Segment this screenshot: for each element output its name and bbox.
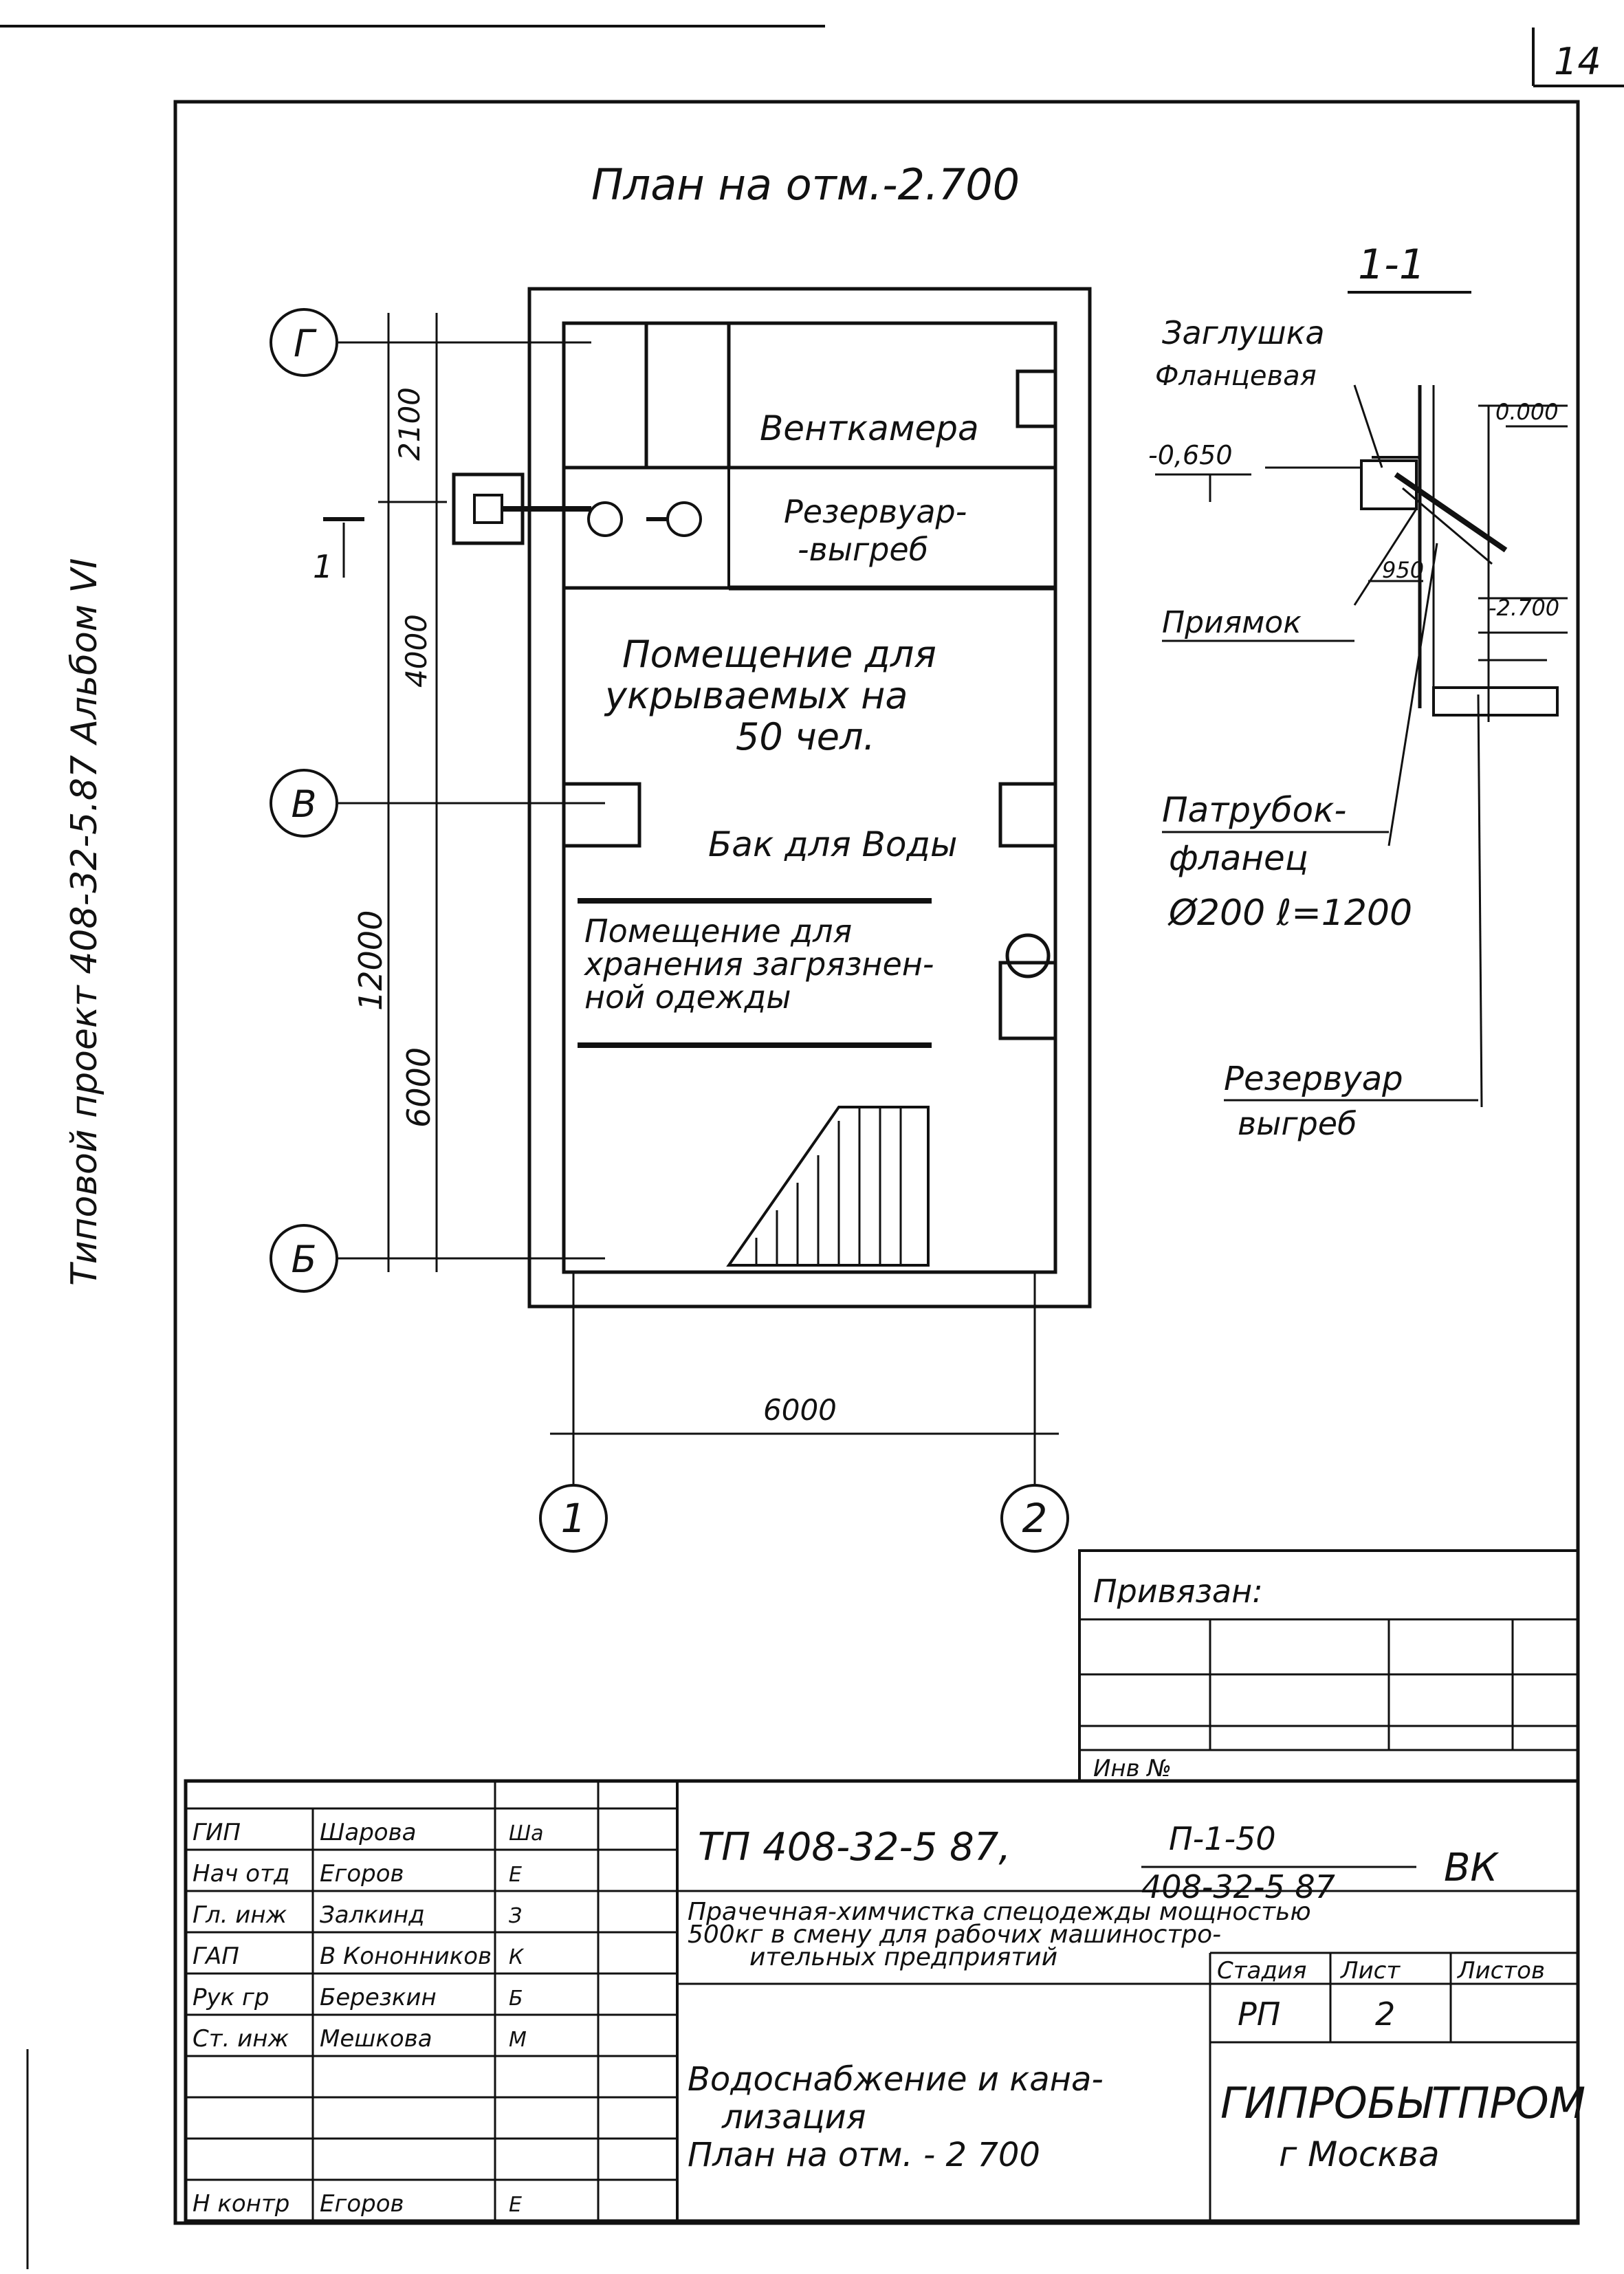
signature-role: ГАП	[193, 1943, 239, 1970]
signature-name: Березкин	[320, 1984, 437, 2011]
axis-v-label: В	[291, 783, 316, 826]
binding-label: Привязан:	[1093, 1573, 1263, 1610]
pit-well-inner	[473, 494, 503, 524]
dim-2100: 2100	[393, 387, 426, 461]
signature-mark: З	[509, 1904, 522, 1928]
stair-treads	[755, 1107, 902, 1265]
signature-mark: Е	[509, 1863, 522, 1887]
binding-inv-label: Инв №	[1093, 1755, 1172, 1782]
signature-role: ГИП	[193, 1819, 241, 1846]
section-pipe-label-3: Ø200 ℓ=1200	[1167, 893, 1412, 934]
dim-4000: 4000	[399, 614, 433, 688]
room-shelter-label-2: укрываемых на	[604, 674, 908, 717]
title-fraction-bottom: 408-32-5 87	[1141, 1868, 1335, 1905]
signature-role: Гл. инж	[193, 1901, 287, 1929]
side-caption: Типовой проект 408-32-5.87 Альбом VI	[64, 558, 105, 1286]
signature-mark: Е	[509, 2193, 522, 2217]
floor-plan	[452, 287, 1092, 1309]
plan-inner-wall	[562, 321, 1057, 1274]
section-reservoir-label-2: выгреб	[1238, 1105, 1357, 1142]
section-pipe-label-2: фланец	[1169, 838, 1308, 878]
section-dim-950: 950	[1382, 557, 1424, 583]
room-shelter-label-1: Помещение для	[622, 633, 936, 676]
wall-notch-vent	[1016, 369, 1057, 428]
signature-role: Нач отд	[193, 1860, 289, 1888]
section-level-bottom: -2.700	[1489, 595, 1559, 621]
section-pit-label: Приямок	[1162, 605, 1302, 640]
dim-6000-vertical: 6000	[400, 1047, 437, 1128]
dim-12000: 12000	[352, 910, 389, 1011]
drawing-frame	[173, 100, 1580, 2225]
section-cap-label-2: Фланцевая	[1155, 360, 1317, 392]
room-storage-label-3: ной одежды	[584, 979, 791, 1016]
sheets-header: Листов	[1456, 1957, 1545, 1985]
signature-name: Егоров	[320, 1860, 404, 1888]
wall-notch-v	[562, 782, 641, 848]
dim-6000-horizontal: 6000	[763, 1393, 837, 1427]
org-name: ГИПРОБЫТПРОМ	[1220, 2078, 1585, 2128]
page-number: 14	[1554, 40, 1601, 83]
title-code: ТП 408-32-5 87,	[698, 1825, 1011, 1870]
signature-name: Мешкова	[320, 2025, 432, 2053]
stair-outline	[726, 1106, 930, 1267]
drawing-name-1: Водоснабжение и кана-	[688, 2060, 1104, 2099]
signature-name: Залкинд	[320, 1901, 425, 1929]
signature-role: Ст. инж	[193, 2025, 289, 2053]
section-cap-label-1: Заглушка	[1162, 314, 1325, 351]
signature-mark: Ша	[509, 1822, 543, 1846]
section-title: 1-1	[1358, 241, 1425, 289]
room-shelter-label-3: 50 чел.	[736, 715, 875, 758]
drawing-name-2: лизация	[721, 2098, 866, 2136]
stage-header: Стадия	[1217, 1957, 1306, 1985]
water-tank-symbol	[1005, 933, 1051, 979]
signature-mark: К	[509, 1945, 525, 1969]
section-level-ground: -0,650	[1148, 440, 1233, 470]
title-description-2: 500кг в смену для рабочих машиностро-	[688, 1921, 1221, 1949]
room-vent-label: Венткамера	[760, 408, 979, 448]
plan-title: План на отм.-2.700	[591, 160, 1020, 210]
drawing-name-3: План на отм. - 2 700	[688, 2136, 1040, 2174]
signature-name: Егоров	[320, 2190, 404, 2218]
title-block	[184, 1779, 1580, 2223]
signature-name: Шарова	[320, 1819, 416, 1846]
signature-mark: М	[509, 2028, 527, 2052]
org-city: г Москва	[1279, 2134, 1440, 2174]
room-reservoir-label-1: Резервуар-	[784, 493, 967, 530]
axis-1-label: 1	[561, 1495, 586, 1542]
section-reservoir-label-1: Резервуар	[1224, 1060, 1403, 1098]
signature-name: В Кононников	[320, 1943, 492, 1970]
signature-role: Рук гр	[193, 1984, 269, 2011]
section-pipe-label-1: Патрубок-	[1162, 790, 1346, 830]
room-storage-label-1: Помещение для	[584, 912, 852, 950]
wall-notch-right	[998, 782, 1057, 848]
sheet-value: 2	[1375, 1996, 1395, 2033]
room-tank-label: Бак для Воды	[708, 824, 957, 864]
wall-notch-tank	[998, 961, 1057, 1040]
title-description-3: ительных предприятий	[749, 1943, 1057, 1971]
stage-value: РП	[1238, 1996, 1280, 2033]
pipe-flange-2	[666, 501, 702, 537]
axis-2-label: 2	[1022, 1495, 1048, 1542]
title-section-code: ВК	[1444, 1846, 1499, 1890]
axis-markers	[270, 308, 1069, 1553]
signature-mark: Б	[509, 1987, 523, 2011]
axis-g-label: Г	[294, 322, 317, 365]
pipe-flange-1	[587, 501, 623, 537]
section-level-top: 0.000	[1495, 399, 1559, 425]
section-cut-label: 1	[313, 548, 333, 585]
room-reservoir-label-2: -выгреб	[798, 531, 928, 568]
axis-b-label: Б	[291, 1238, 316, 1281]
plan-outer-wall	[527, 287, 1092, 1309]
sheet-header: Лист	[1339, 1957, 1401, 1985]
title-fraction-top: П-1-50	[1169, 1820, 1276, 1857]
signature-role: Н контр	[193, 2190, 289, 2218]
section-1-1-drawing	[1155, 384, 1568, 1108]
title-description-1: Прачечная-химчистка спецодежды мощностью	[688, 1898, 1311, 1926]
room-storage-label-2: хранения загрязнен-	[583, 945, 934, 983]
